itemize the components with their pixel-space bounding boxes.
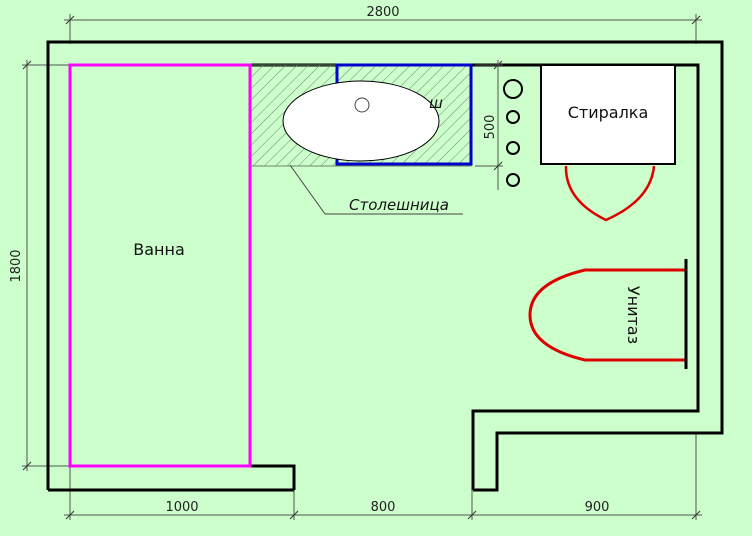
bathtub-label: Ванна	[133, 240, 185, 259]
dimension-left-label: 1800	[9, 249, 24, 282]
dimension-bottom-bath-label: 1000	[165, 500, 198, 515]
sink: ш	[282, 80, 443, 162]
dimension-bottom-middle-label: 800	[371, 500, 396, 515]
washing-machine: Стиралка	[540, 64, 676, 222]
pipe-outlets	[503, 79, 523, 187]
dimension-bottom-right-label: 900	[585, 500, 610, 515]
toilet: Унитаз	[528, 259, 688, 369]
toilet-label: Унитаз	[624, 286, 643, 344]
cabinet-depth-label: 500	[483, 115, 498, 140]
dimension-top: 2800	[64, 5, 702, 44]
dimension-bottom: 1000 800 900	[64, 433, 702, 520]
washing-machine-door-swing	[564, 165, 656, 222]
cabinet-depth-dimension: 500	[475, 60, 503, 190]
countertop-label: Столешница	[349, 196, 449, 214]
dimension-top-label: 2800	[366, 5, 399, 20]
drain-icon	[354, 97, 370, 113]
sink-partial-label: ш	[429, 94, 443, 112]
countertop-leader: Столешница	[289, 164, 463, 215]
dimension-left: 1800	[9, 60, 70, 471]
washing-machine-label: Стиралка	[568, 103, 649, 122]
bathtub: Ванна	[68, 63, 252, 468]
